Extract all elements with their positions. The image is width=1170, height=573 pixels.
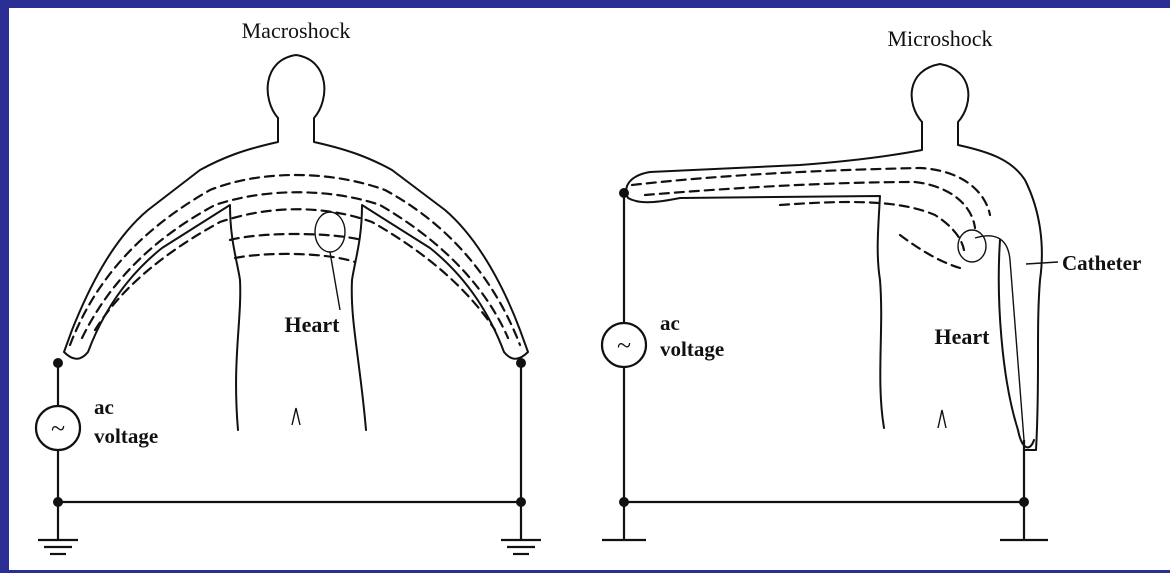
micro-circuit: ~ ac voltage [602, 188, 1048, 540]
micro-catheter-label: Catheter [1062, 251, 1141, 275]
macroshock-title: Macroshock [242, 18, 351, 43]
macro-ground-left-icon [38, 540, 78, 554]
micro-current-paths [632, 168, 990, 268]
micro-heart-label: Heart [935, 324, 991, 349]
macro-crotch [292, 408, 300, 425]
macro-ground-right-icon [501, 540, 541, 554]
macro-heart-pointer [330, 252, 340, 310]
micro-crotch [938, 410, 946, 428]
micro-source-label-ac: ac [660, 311, 680, 335]
macroshock-figure: Macroshock Heart ~ [36, 18, 541, 554]
macro-tilde-icon: ~ [51, 414, 65, 443]
macro-heart-shape [315, 212, 345, 252]
macro-source-label-ac: ac [94, 395, 114, 419]
micro-tilde-icon: ~ [617, 331, 631, 360]
microshock-figure: Microshock Catheter Heart ~ [602, 26, 1141, 540]
micro-source-label-voltage: voltage [660, 337, 724, 361]
micro-body-outline [912, 64, 1042, 450]
micro-catheter-pointer [1026, 262, 1058, 264]
macro-source-label-voltage: voltage [94, 424, 158, 448]
microshock-title: Microshock [887, 26, 992, 51]
macro-circuit: ~ ac voltage [36, 358, 541, 554]
macro-left-side [64, 118, 278, 430]
macro-heart-label: Heart [285, 312, 341, 337]
macro-head [268, 55, 528, 430]
micro-arm-outline [626, 122, 922, 428]
